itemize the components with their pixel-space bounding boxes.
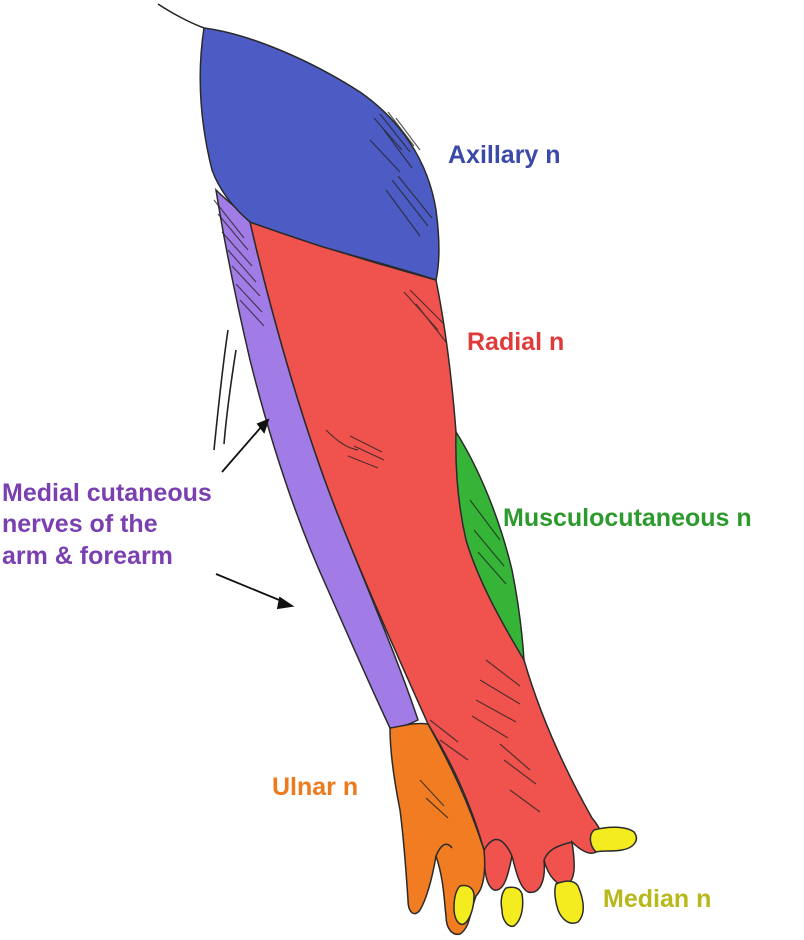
region-axillary — [199, 27, 440, 281]
label-musculocutaneous-nerve: Musculocutaneous n — [503, 504, 752, 532]
label-axillary-nerve: Axillary n — [448, 141, 561, 169]
top-contour-line — [157, 3, 205, 29]
label-medial-line-2: nerves of the — [2, 510, 158, 539]
label-median-nerve: Median n — [603, 885, 712, 913]
region-median-tip-4 — [453, 884, 475, 926]
finger-outlines — [435, 838, 573, 861]
label-radial-nerve: Radial n — [467, 328, 565, 356]
label-medial-line-3: arm & forearm — [2, 541, 173, 570]
region-median-tip-2 — [554, 880, 584, 924]
region-ulnar — [389, 722, 486, 936]
label-medial-line-1: Medial cutaneous — [2, 479, 212, 507]
label-ulnar-nerve: Ulnar n — [272, 773, 359, 801]
label-medial-cutaneous-nerves: Medial cutaneous nerves of the arm & for… — [2, 478, 212, 572]
region-median-tip-3 — [500, 886, 524, 928]
shading-hatching — [213, 111, 541, 819]
axilla-contour-lines — [213, 329, 237, 451]
region-median-tip-1 — [589, 826, 638, 853]
medial-label-arrows — [215, 418, 295, 610]
region-musculocutaneous — [455, 429, 525, 661]
